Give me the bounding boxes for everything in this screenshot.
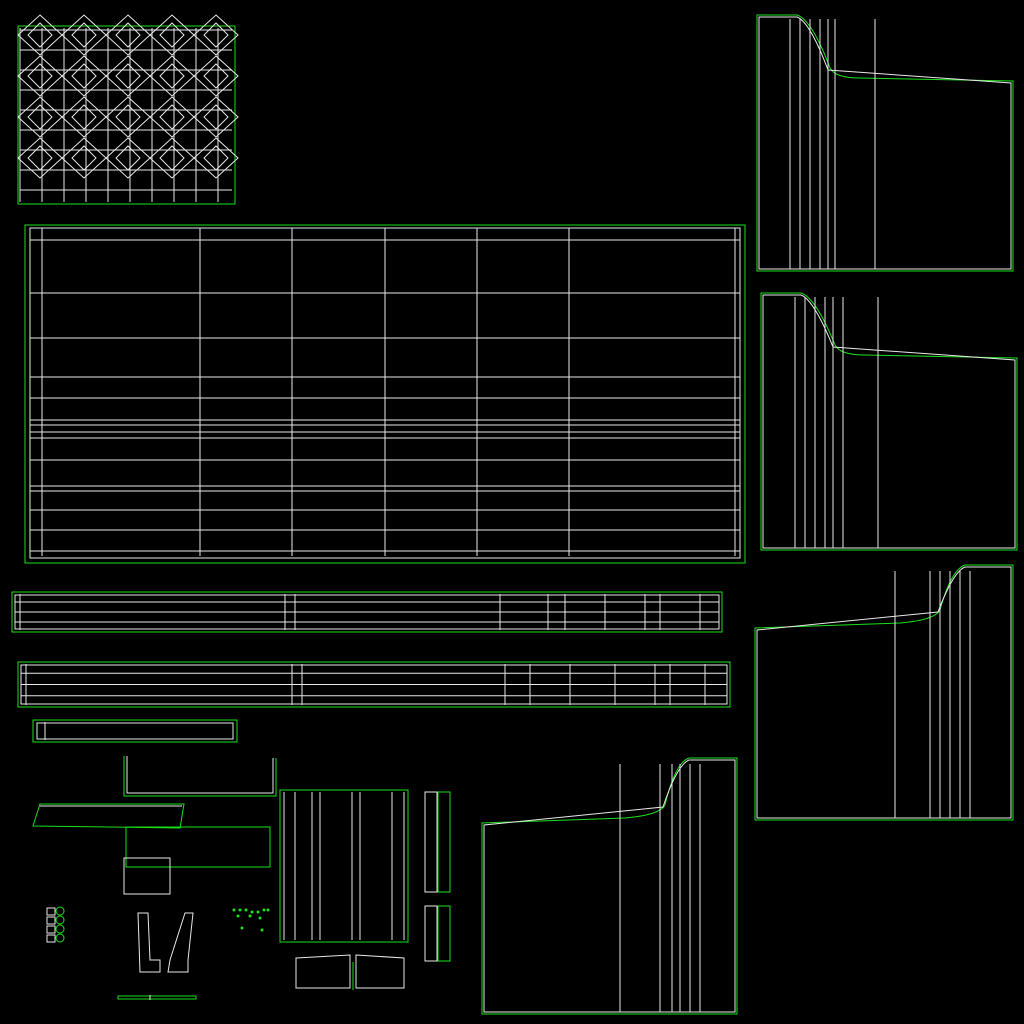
tuft-diamond [149, 137, 195, 179]
rail-part [424, 791, 438, 893]
rail-part [437, 905, 451, 962]
bracket-part [123, 756, 277, 797]
rail-part [437, 791, 451, 893]
bolt-head [55, 933, 65, 943]
tuft-diamond [105, 137, 151, 179]
strip-border [17, 661, 731, 708]
side-panel-inner [758, 16, 1012, 270]
tuft-diamond [17, 55, 63, 97]
tuft-diamond [193, 14, 239, 56]
screw-dot [238, 908, 242, 912]
tuft-diamond [71, 104, 97, 130]
leg-part [167, 912, 194, 973]
side-panel-inner [483, 759, 736, 1013]
screw-dot [244, 908, 248, 912]
tuft-diamond [17, 96, 63, 138]
tuft-diamond [193, 96, 239, 138]
panel-border [24, 224, 746, 564]
tuft-diamond [159, 22, 185, 48]
tuft-diamond [149, 96, 195, 138]
screw-dot [248, 914, 252, 918]
tuft-diamond [71, 22, 97, 48]
tuft-diamond [193, 137, 239, 179]
side-panel-border [760, 292, 1018, 551]
screw-dot [250, 910, 254, 914]
thin-strip [117, 995, 197, 1000]
screw-dot [258, 916, 262, 920]
side-panel-inner [762, 294, 1016, 549]
tuft-diamond [27, 22, 53, 48]
tuft-diamond [105, 14, 151, 56]
small-strip [32, 719, 238, 743]
tuft-diamond [115, 63, 141, 89]
block-part [123, 857, 171, 895]
screw-dot [240, 926, 244, 930]
tuft-diamond [149, 14, 195, 56]
screw-dot [236, 914, 240, 918]
tuft-diamond [193, 55, 239, 97]
tuft-diamond [159, 104, 185, 130]
strip-border [11, 591, 723, 633]
bolt-head [55, 924, 65, 934]
bolt-part [46, 934, 56, 943]
side-panel-border [756, 14, 1014, 272]
tuft-diamond [27, 104, 53, 130]
tuft-diamond [105, 96, 151, 138]
screw-dot [232, 908, 236, 912]
tuft-diamond [61, 55, 107, 97]
screw-dot [266, 908, 270, 912]
cushion-border [17, 25, 236, 205]
leg-part [137, 912, 161, 973]
bolt-head [55, 906, 65, 916]
tuft-diamond [61, 96, 107, 138]
tuft-diamond [149, 55, 195, 97]
foot-part [295, 954, 351, 989]
foot-part [355, 954, 405, 989]
bolt-head [55, 915, 65, 925]
tufted-cushion-island [17, 14, 239, 205]
bolt-part [46, 907, 56, 916]
tuft-diamond [17, 14, 63, 56]
tuft-diamond [203, 63, 229, 89]
tuft-diamond [115, 104, 141, 130]
tuft-diamond [203, 22, 229, 48]
tuft-diamond [105, 55, 151, 97]
bolt-part [46, 916, 56, 925]
side-panel-islands [481, 14, 1018, 1015]
tuft-diamond [203, 104, 229, 130]
rail-part [424, 905, 438, 962]
screw-dot [260, 928, 264, 932]
strip-island-2 [17, 661, 731, 708]
tuft-diamond [27, 63, 53, 89]
tuft-diamond [61, 14, 107, 56]
plank-part [125, 826, 271, 868]
small-strip-inner [36, 722, 234, 740]
tuft-diamond [71, 63, 97, 89]
small-part-islands [32, 719, 451, 1000]
bracket-inner [126, 756, 274, 794]
screw-dot [262, 908, 266, 912]
bolt-part [46, 925, 56, 934]
tuft-diamond [61, 137, 107, 179]
center-block [279, 789, 409, 943]
back-panel-island [24, 224, 746, 564]
angled-plank [32, 803, 185, 829]
tuft-diamond [159, 63, 185, 89]
tuft-diamond [115, 22, 141, 48]
tuft-diamond [17, 137, 63, 179]
screw-dot [256, 910, 260, 914]
side-panel-border [481, 757, 738, 1015]
strip-island-1 [11, 591, 723, 633]
side-panel-border [754, 564, 1014, 821]
side-panel-inner [756, 566, 1012, 819]
